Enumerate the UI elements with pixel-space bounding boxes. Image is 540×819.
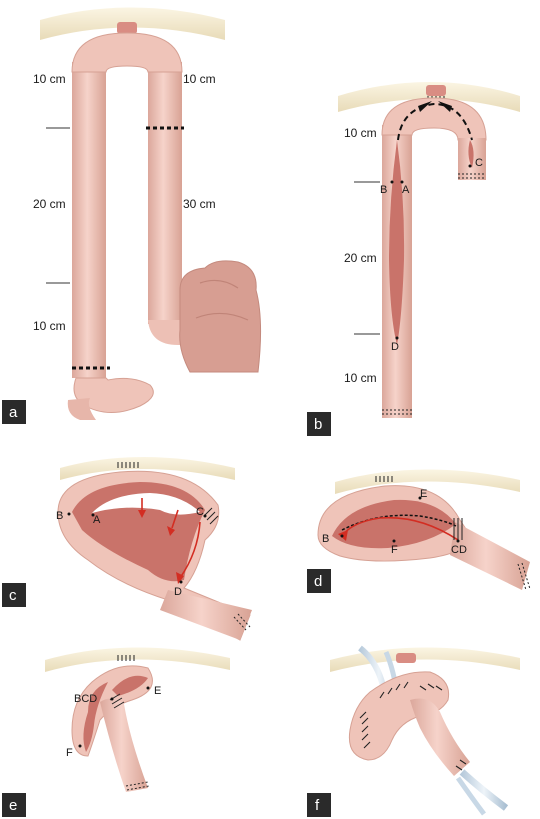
label-a-left-top: 10 cm	[33, 72, 66, 86]
point-b-D: D	[391, 341, 399, 353]
colon-segment	[180, 261, 261, 372]
label-b-bottom: 10 cm	[344, 371, 377, 385]
point-b-C: C	[475, 157, 483, 169]
badge-d-text: d	[314, 573, 322, 590]
point-c-D: D	[174, 586, 182, 598]
point-b-B: B	[380, 184, 387, 196]
label-b-top: 10 cm	[344, 126, 377, 140]
point-c-B: B	[56, 510, 63, 522]
right-limb	[148, 62, 182, 324]
label-a-left-bottom: 10 cm	[33, 319, 66, 333]
stoma-f	[396, 653, 416, 663]
point-e-F: F	[66, 747, 73, 759]
point-e-BCD: BCD	[74, 693, 97, 705]
panel-c: B A C D c	[2, 457, 252, 640]
point-d-F: F	[391, 544, 398, 556]
top-arch	[72, 33, 182, 72]
point-e-E: E	[154, 685, 161, 697]
point-d-CD: CD	[451, 544, 467, 556]
point-b-A: A	[402, 184, 410, 196]
badge-a-text: a	[9, 404, 18, 421]
efferent-limb-f	[410, 699, 470, 777]
panel-d: B E F CD d	[307, 469, 530, 593]
badge-c-text: c	[9, 587, 17, 604]
efferent-limb-e	[100, 698, 148, 792]
label-b-mid: 20 cm	[344, 251, 377, 265]
panel-a: 10 cm 20 cm 10 cm 10 cm 30 cm a	[2, 8, 261, 425]
point-d-E: E	[420, 488, 427, 500]
panel-e: BCD E F e	[2, 647, 230, 817]
point-c-C: C	[196, 506, 204, 518]
left-limb	[72, 62, 106, 378]
badge-b-text: b	[314, 416, 322, 433]
panel-f: f	[307, 647, 520, 817]
point-d-B: B	[322, 533, 329, 545]
point-c-A: A	[93, 514, 101, 526]
label-a-right-mid: 30 cm	[183, 197, 216, 211]
stoma-b	[426, 85, 446, 96]
stoma	[117, 22, 137, 34]
label-a-left-mid: 20 cm	[33, 197, 66, 211]
panel-b: B A C D 10 cm 20 cm 10 cm b	[307, 82, 520, 436]
badge-e-text: e	[9, 797, 17, 814]
abdominal-wall-f	[330, 647, 520, 672]
label-a-right-top: 10 cm	[183, 72, 216, 86]
